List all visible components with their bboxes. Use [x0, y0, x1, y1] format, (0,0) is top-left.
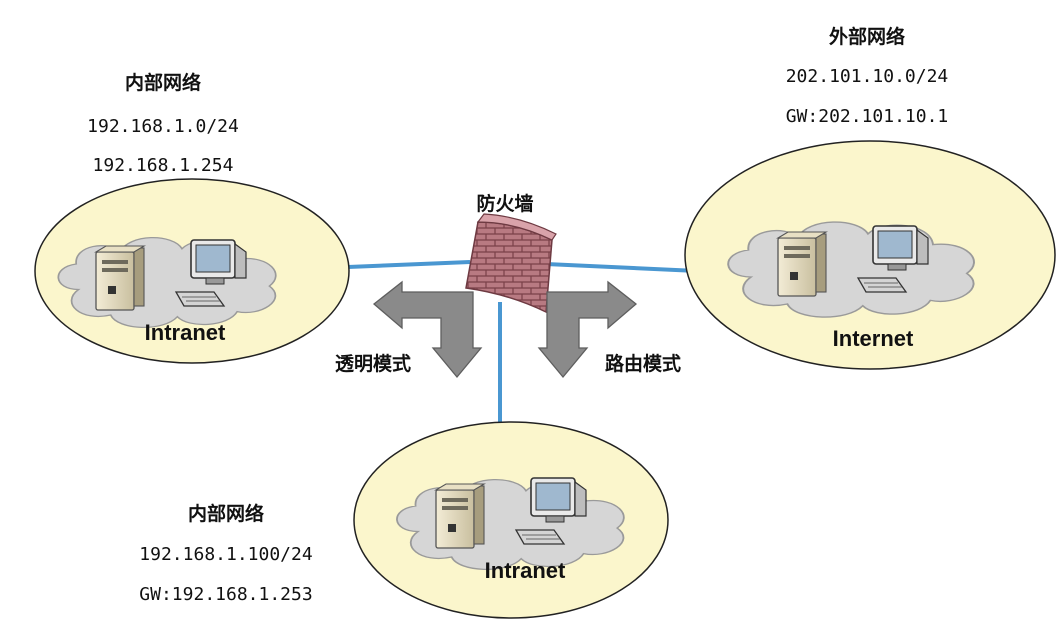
intranet-left-name: Intranet	[145, 320, 226, 345]
link-firewall-intranet-left	[347, 260, 471, 269]
firewall-icon	[465, 213, 557, 314]
internet-subnet: 202.101.10.0/24	[786, 66, 949, 87]
internet-gateway: GW:202.101.10.1	[786, 106, 949, 127]
intranet-left-subnet: 192.168.1.0/24	[87, 116, 239, 137]
intranet-left-address: 192.168.1.254	[93, 155, 234, 176]
intranet-bottom-zone: Intranet	[353, 421, 669, 619]
routing-mode-label: 路由模式	[605, 352, 681, 375]
internet-name: Internet	[833, 326, 914, 351]
transparent-mode-arrow-icon	[372, 280, 483, 379]
transparent-mode-label: 透明模式	[335, 352, 411, 375]
internet-title: 外部网络	[829, 25, 905, 48]
intranet-bottom-name: Intranet	[485, 558, 566, 583]
intranet-bottom-subnet: 192.168.1.100/24	[139, 544, 312, 565]
intranet-left-zone: Intranet	[34, 178, 350, 364]
intranet-left-title: 内部网络	[125, 71, 201, 94]
routing-mode-arrow-icon	[537, 280, 638, 379]
internet-zone: Internet	[684, 140, 1056, 370]
firewall-label: 防火墙	[476, 192, 533, 215]
intranet-bottom-gateway: GW:192.168.1.253	[139, 584, 312, 605]
intranet-bottom-title: 内部网络	[188, 502, 264, 525]
